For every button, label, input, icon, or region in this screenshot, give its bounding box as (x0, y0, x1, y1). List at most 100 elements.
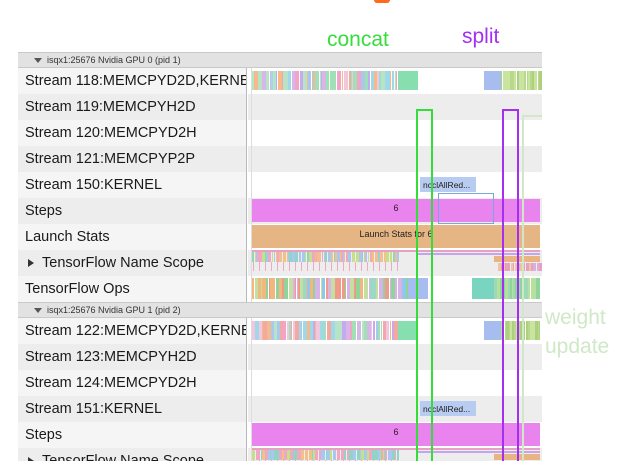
timeline-track[interactable] (247, 250, 542, 276)
trace-slice[interactable] (289, 262, 290, 271)
trace-slice[interactable] (538, 71, 539, 90)
trace-slice[interactable] (512, 321, 514, 340)
trace-slice[interactable] (307, 262, 308, 271)
trace-slice[interactable] (295, 262, 296, 271)
trace-slice[interactable] (315, 278, 318, 299)
trace-slice[interactable] (282, 71, 283, 90)
trace-slice[interactable] (346, 251, 348, 262)
trace-slice[interactable] (526, 321, 528, 340)
trace-slice[interactable] (406, 278, 408, 299)
trace-slice[interactable] (397, 251, 399, 262)
timeline-row-label[interactable]: Stream 150:KERNEL (18, 172, 247, 198)
group-header[interactable]: isqx1:25676 Nvidia GPU 0 (pid 1) (18, 52, 542, 68)
timeline-row[interactable]: Stream 118:MEMCPYD2D,KERNEL,ME (18, 68, 542, 94)
trace-slice[interactable] (270, 278, 271, 299)
trace-slice[interactable] (387, 71, 390, 90)
timeline-track[interactable] (247, 276, 542, 302)
trace-slice[interactable] (379, 71, 380, 90)
timeline-row[interactable]: Stream 119:MEMCPYH2D (18, 94, 542, 120)
trace-slice[interactable] (484, 71, 501, 90)
trace-slice[interactable] (532, 321, 535, 340)
trace-slice[interactable] (392, 449, 395, 460)
trace-slice[interactable] (299, 449, 301, 460)
trace-slice[interactable] (505, 263, 507, 271)
trace-slice[interactable] (398, 321, 418, 340)
trace-slice[interactable] (373, 321, 375, 340)
trace-slice[interactable] (378, 321, 380, 340)
trace-slice[interactable] (383, 321, 385, 340)
trace-slice[interactable] (313, 449, 314, 460)
trace-slice[interactable] (319, 449, 321, 460)
trace-slice[interactable] (380, 71, 381, 90)
trace-slice[interactable] (378, 449, 380, 460)
trace-slice[interactable] (375, 449, 378, 460)
timeline-track[interactable] (247, 94, 542, 120)
trace-slice[interactable] (334, 251, 335, 262)
trace-slice[interactable] (346, 321, 349, 340)
trace-slice[interactable] (301, 449, 304, 460)
nccl-allreduce-slice[interactable]: ncclAllRed... (420, 177, 476, 192)
timeline-row-label[interactable]: Steps (18, 198, 247, 224)
timeline-row-label[interactable]: Stream 123:MEMCPYH2D (18, 344, 247, 370)
trace-slice[interactable] (322, 71, 326, 90)
trace-slice[interactable] (520, 263, 521, 271)
trace-slice[interactable] (295, 278, 296, 299)
timeline-row[interactable]: TensorFlow Ops (18, 276, 542, 302)
trace-slice[interactable] (288, 251, 289, 262)
trace-slice[interactable] (298, 278, 300, 299)
trace-slice[interactable] (505, 71, 508, 90)
trace-slice[interactable] (352, 449, 353, 460)
trace-slice[interactable] (372, 449, 375, 460)
trace-slice[interactable] (397, 262, 398, 271)
trace-slice[interactable] (351, 71, 352, 90)
trace-slice[interactable] (395, 251, 397, 262)
trace-slice[interactable] (367, 449, 368, 460)
trace-slice[interactable] (372, 251, 374, 262)
launch-stats-slice[interactable]: Launch Stats for 6 (252, 225, 540, 248)
timeline-track[interactable]: 6 (247, 422, 542, 448)
trace-slice[interactable] (295, 71, 299, 90)
trace-slice[interactable] (307, 278, 310, 299)
trace-slice[interactable] (394, 321, 398, 340)
trace-slice[interactable] (293, 278, 295, 299)
trace-slice[interactable] (279, 278, 282, 299)
trace-slice[interactable] (538, 321, 539, 340)
trace-slice[interactable] (375, 251, 378, 262)
trace-slice[interactable] (285, 321, 286, 340)
trace-slice[interactable] (300, 278, 303, 299)
trace-slice[interactable] (337, 449, 340, 460)
trace-slice[interactable] (315, 251, 316, 262)
trace-slice[interactable] (322, 278, 325, 299)
timeline-row-label[interactable]: TensorFlow Name Scope (18, 250, 247, 276)
trace-slice[interactable] (368, 321, 371, 340)
trace-slice[interactable] (252, 278, 254, 299)
trace-slice[interactable] (310, 251, 312, 262)
trace-slice[interactable] (514, 321, 516, 340)
trace-slice[interactable] (288, 71, 291, 90)
trace-slice[interactable] (364, 251, 365, 262)
trace-slice[interactable] (534, 278, 536, 299)
trace-slice[interactable] (519, 71, 522, 90)
trace-slice[interactable] (271, 278, 275, 299)
trace-slice[interactable] (261, 449, 262, 460)
trace-slice[interactable] (271, 321, 274, 340)
trace-slice[interactable] (294, 449, 297, 460)
trace-slice[interactable] (391, 278, 395, 299)
trace-slice[interactable] (382, 449, 383, 460)
trace-slice[interactable] (360, 449, 361, 460)
trace-slice[interactable] (276, 278, 279, 299)
trace-slice[interactable] (510, 278, 512, 299)
trace-slice[interactable] (357, 449, 358, 460)
trace-slice[interactable] (321, 71, 322, 90)
trace-slice[interactable] (258, 71, 262, 90)
trace-slice[interactable] (343, 262, 344, 271)
trace-slice[interactable] (398, 71, 418, 90)
trace-slice[interactable] (278, 71, 282, 90)
trace-slice[interactable] (358, 449, 360, 460)
trace-slice[interactable] (325, 321, 326, 340)
trace-slice[interactable] (333, 71, 336, 90)
trace-slice[interactable] (277, 321, 280, 340)
trace-slice[interactable] (271, 262, 272, 271)
trace-slice[interactable] (297, 449, 299, 460)
trace-slice[interactable] (523, 278, 526, 299)
